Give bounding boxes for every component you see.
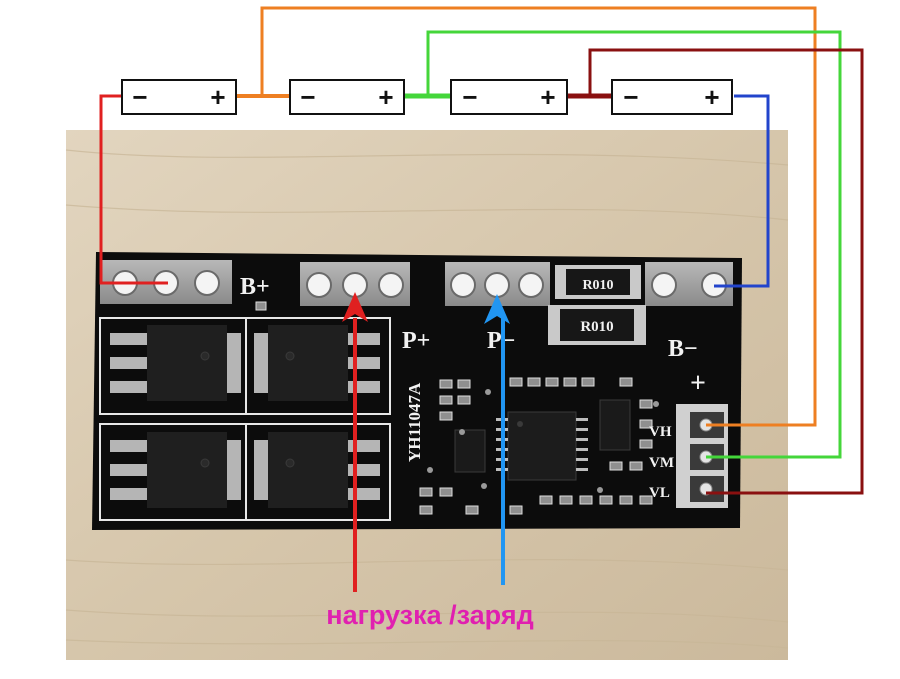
label-vm: VM [649, 455, 674, 471]
battery-1: − + [121, 79, 237, 115]
mosfet-1 [110, 325, 241, 401]
battery-4-minus: − [623, 82, 638, 112]
label-p-plus: P+ [402, 328, 430, 354]
wood-grain [65, 149, 789, 649]
label-vh: VH [649, 424, 672, 440]
battery-2-minus: − [300, 82, 315, 112]
mosfet-4 [254, 432, 380, 508]
battery-1-plus: + [210, 82, 225, 112]
mosfet-2 [254, 325, 380, 401]
secondary-ic [454, 399, 631, 473]
board-model-label: YH11047A [405, 382, 424, 462]
battery-1-minus: − [132, 82, 147, 112]
label-b-minus: B− [668, 336, 698, 362]
wire-red [99, 94, 168, 285]
load-charge-caption: нагрузка /заряд [326, 600, 533, 630]
smd-components [255, 301, 653, 515]
resistor-bottom-label: R010 [580, 319, 613, 335]
label-b-minus-plus: + [690, 368, 706, 399]
resistor-bottom: R010 [548, 305, 646, 345]
battery-3-plus: + [540, 82, 555, 112]
label-b-plus: B+ [240, 274, 270, 300]
tab-b-minus [645, 262, 733, 306]
resistor-top: R010 [555, 265, 641, 299]
main-ic [507, 411, 577, 481]
blue-arrow-up-icon [484, 294, 510, 585]
wire-orange-balance [260, 6, 817, 427]
tab-p-plus [300, 262, 410, 306]
mosfet-3 [110, 432, 241, 508]
red-arrow-up-icon [342, 292, 368, 592]
via-holes [427, 389, 659, 493]
wire-blue [714, 94, 770, 288]
resistor-top-label: R010 [582, 278, 613, 293]
battery-3-minus: − [462, 82, 477, 112]
battery-4: − + [611, 79, 733, 115]
wire-green-balance [426, 30, 842, 459]
battery-3: − + [450, 79, 568, 115]
label-vl: VL [649, 485, 670, 501]
battery-2: − + [289, 79, 405, 115]
wire-dark-red-balance [588, 48, 864, 495]
battery-2-plus: + [378, 82, 393, 112]
battery-4-plus: + [704, 82, 719, 112]
